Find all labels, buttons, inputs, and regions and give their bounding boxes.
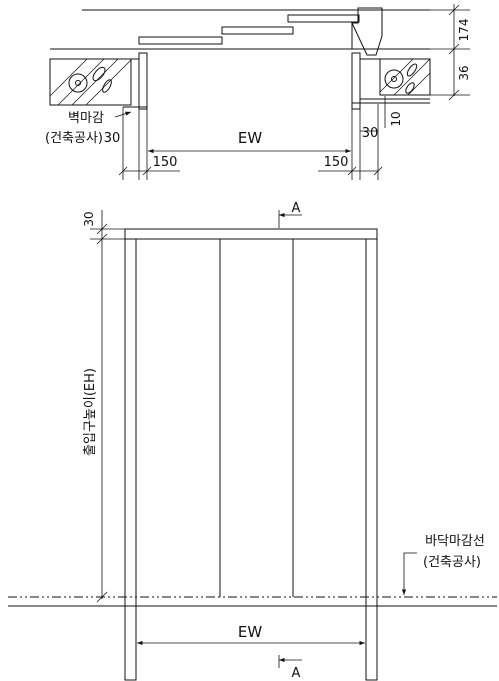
- dim-10: 10: [389, 111, 403, 126]
- dim-header-30: 30: [82, 211, 96, 226]
- dim-right-gap: 30: [362, 126, 379, 141]
- dim-wall-gap: 30: [104, 131, 121, 146]
- plan-view: 174 36 10 벽마감 (건축공사) 30 EW 30: [45, 4, 471, 180]
- section-marker-bottom: A: [278, 655, 302, 681]
- dim-jamb-right: 150: [324, 155, 349, 170]
- wall-finish-note: (건축공사): [45, 131, 103, 146]
- ew-label-plan: EW: [238, 129, 262, 147]
- section-label-top: A: [292, 201, 301, 216]
- floor-finish-label: 바닥마감선: [425, 534, 485, 549]
- floor-finish-note: (건축공사): [423, 555, 481, 570]
- right-jamb-elevation: [365, 238, 378, 681]
- entrance-height-label: 출입구높이(EH): [83, 368, 98, 456]
- door-panels-elevation: [219, 239, 294, 597]
- hoistway-frame: [351, 7, 383, 56]
- dim-36: 36: [457, 65, 471, 80]
- dim-jamb-left: 150: [153, 155, 178, 170]
- elevation-view: A 30 출입구높이(EH) 바닥마감선 (건축공사): [8, 201, 497, 681]
- left-wall-hatch: [49, 58, 139, 106]
- left-jamb-elevation: [124, 238, 137, 681]
- door-panels-plan: [138, 14, 360, 45]
- right-wall-hatch: [360, 58, 431, 96]
- floor-finish-leader: [401, 552, 417, 595]
- left-jamb-plan: [123, 52, 148, 110]
- wall-finish-label: 벽마감: [68, 111, 104, 126]
- section-label-bottom: A: [292, 666, 301, 681]
- ew-label-elevation: EW: [238, 623, 262, 641]
- dim-10-group: 10: [378, 96, 403, 128]
- door-header: [124, 228, 378, 240]
- height-dimension: 30 출입구높이(EH): [82, 210, 125, 603]
- dim-174: 174: [457, 19, 471, 42]
- section-marker-top: A: [278, 201, 302, 228]
- vertical-dimensions-plan: 174 36: [420, 4, 471, 101]
